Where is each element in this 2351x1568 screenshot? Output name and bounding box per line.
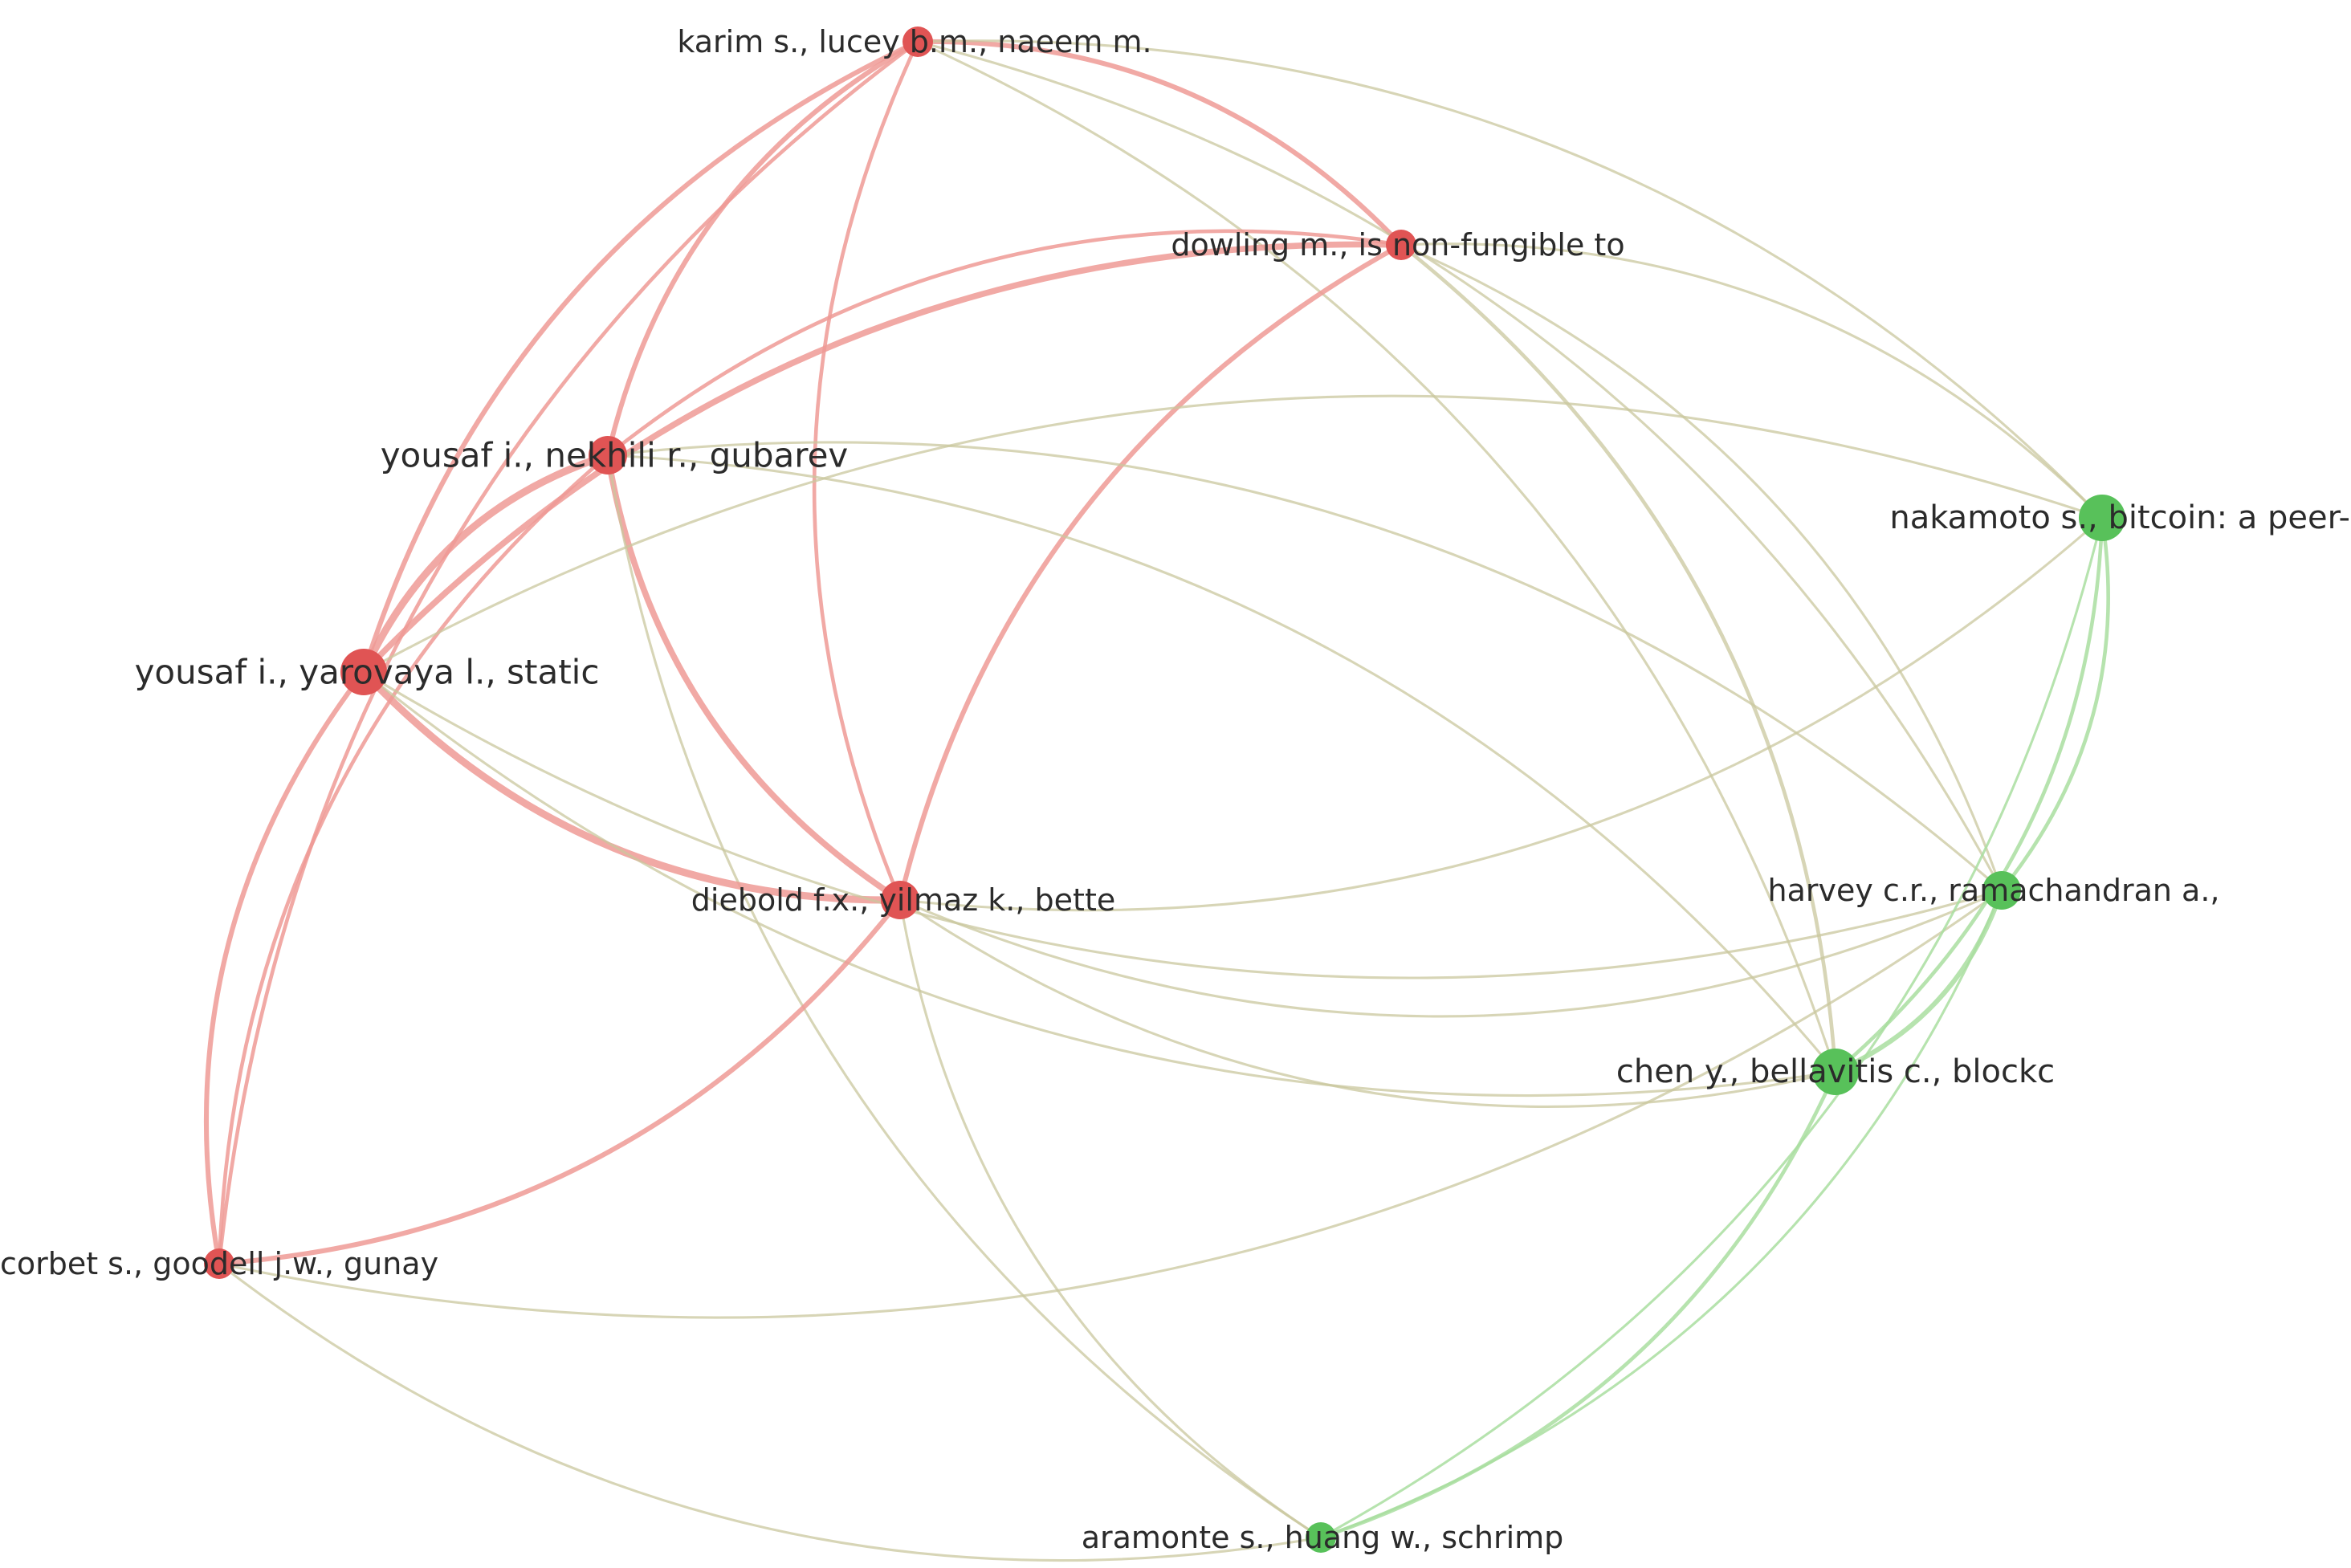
edge-diebold-chen [898, 898, 1837, 1108]
edge-nakamoto-harvey [1999, 515, 2110, 893]
node-label-aramonte: aramonte s., huang w., schrimp [1082, 1520, 1564, 1555]
edge-karim-nekhili [605, 39, 921, 458]
edge-nakamoto-chen [1833, 515, 2104, 1074]
edge-dowling-nekhili [605, 229, 1404, 458]
edge-nakamoto-aramonte [1319, 516, 2104, 1539]
edge-dowling-chen [1399, 242, 1838, 1074]
node-label-nakamoto: nakamoto s., bitcoin: a peer-t [1889, 499, 2351, 536]
edge-karim-corbet [217, 39, 920, 1266]
label-layer: karim s., lucey b.m., naeem m. dowling m.… [0, 24, 2351, 1555]
node-label-corbet: corbet s., goodell j.w., gunay [0, 1246, 438, 1281]
node-label-nekhili: yousaf i., nekhili r., gubarev [381, 436, 849, 475]
node-label-yarovaya: yousaf i., yarovaya l., static [135, 653, 600, 692]
node-label-chen: chen y., bellavitis c., blockc [1616, 1053, 2055, 1090]
edge-layer [203, 39, 2110, 1562]
node-label-harvey: harvey c.r., ramachandran a., [1768, 873, 2220, 908]
edge-karim-dowling [915, 39, 1404, 248]
edge-diebold-harvey [898, 889, 2003, 1018]
edge-yarovaya-corbet [203, 669, 367, 1267]
edge-karim-harvey [916, 40, 2003, 892]
edge-corbet-aramonte [218, 1262, 1322, 1562]
edge-yarovaya-diebold [360, 668, 904, 904]
edge-chen-aramonte [1318, 1069, 1838, 1540]
edge-nekhili-chen [606, 454, 1837, 1073]
edge-nekhili-aramonte [606, 454, 1322, 1539]
node-corbet[interactable] [204, 1248, 234, 1279]
node-nekhili[interactable] [589, 436, 627, 474]
edge-yarovaya-harvey [362, 670, 2003, 979]
edge-nekhili-diebold [605, 452, 903, 903]
node-label-karim: karim s., lucey b.m., naeem m. [677, 24, 1151, 59]
edge-karim-diebold [812, 39, 920, 902]
edge-nekhili-corbet [217, 453, 610, 1266]
edge-yarovaya-chen [362, 670, 1837, 1098]
edge-karim-chen [916, 40, 1837, 1073]
edge-diebold-nakamoto [898, 516, 2104, 912]
edge-dowling-yarovaya [361, 241, 1404, 675]
node-label-diebold: diebold f.x., yilmaz k., bette [691, 882, 1115, 918]
edge-nekhili-harvey [606, 441, 2003, 892]
node-chen[interactable] [1812, 1049, 1859, 1095]
edge-dowling-harvey [1400, 243, 2003, 892]
edge-diebold-corbet [216, 897, 903, 1267]
edge-harvey-aramonte [1319, 889, 2003, 1539]
edge-karim-nakamoto [916, 39, 2104, 519]
edge-dowling-nakamoto [1400, 242, 2104, 519]
node-harvey[interactable] [1982, 871, 2021, 910]
node-nakamoto[interactable] [2079, 495, 2125, 541]
node-yarovaya[interactable] [340, 649, 387, 695]
node-karim[interactable] [903, 26, 933, 57]
node-label-dowling: dowling m., is non-fungible to [1171, 227, 1624, 263]
edge-dowling-diebold [897, 242, 1404, 903]
node-layer [204, 26, 2125, 1553]
edge-nekhili-yarovaya [360, 451, 612, 676]
node-aramonte[interactable] [1306, 1522, 1336, 1553]
edge-diebold-aramonte [898, 898, 1322, 1539]
node-diebold[interactable] [881, 881, 919, 919]
edge-yarovaya-nakamoto [362, 394, 2104, 674]
node-dowling[interactable] [1386, 230, 1416, 260]
edge-corbet-harvey [218, 889, 2003, 1319]
edge-karim-yarovaya [361, 39, 921, 675]
